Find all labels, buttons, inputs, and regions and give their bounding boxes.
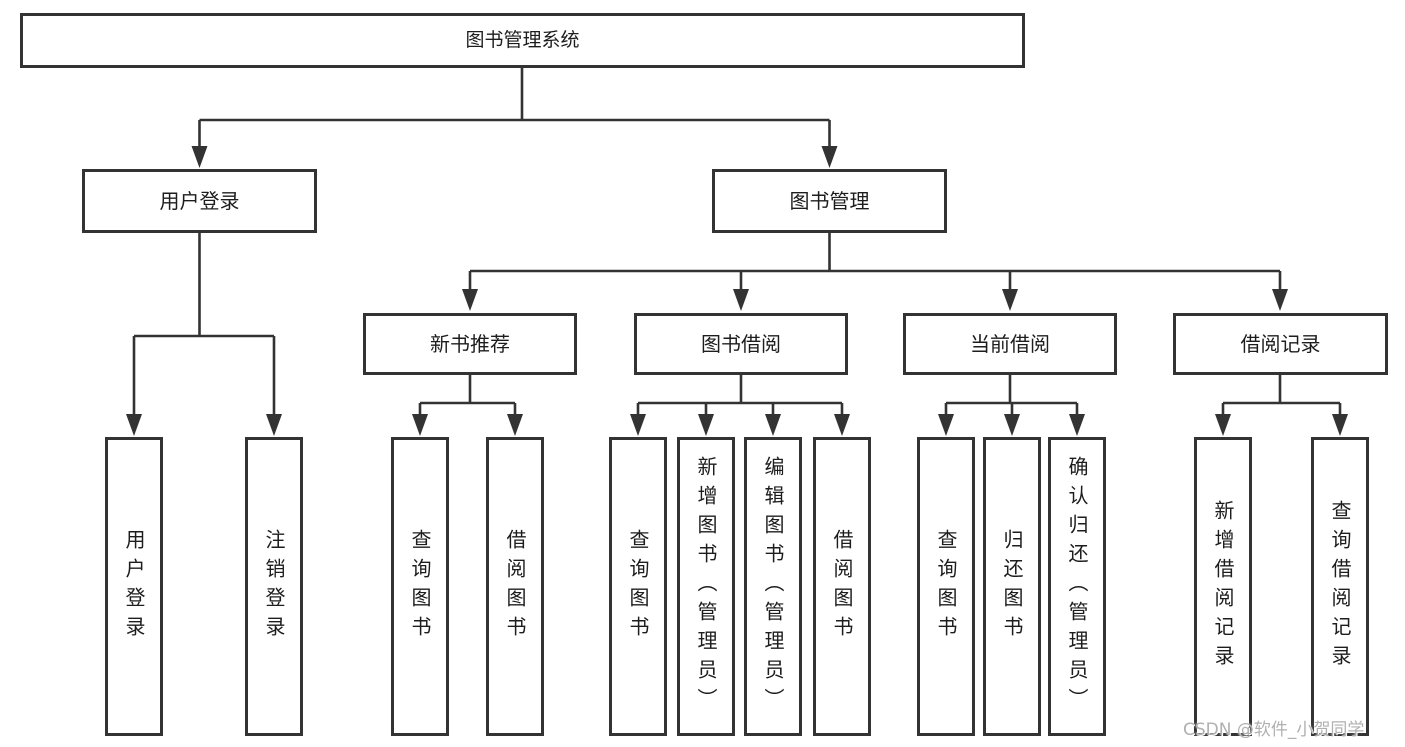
node-root: 图书管理系统 <box>20 13 1025 68</box>
leaf-query-books-borrow: 查询图书 <box>609 437 667 736</box>
node-user-login: 用户登录 <box>82 169 317 233</box>
leaf-query-borrow-record: 查询借阅记录 <box>1311 437 1369 736</box>
leaf-borrow-books-recommend-label: 借阅图书 <box>503 528 527 645</box>
leaf-query-books-recommend: 查询图书 <box>391 437 449 736</box>
leaf-edit-book-admin-label: 编辑图书（管理员） <box>761 456 785 717</box>
leaf-query-books-current: 查询图书 <box>917 437 975 736</box>
node-book-borrow-label: 图书借阅 <box>701 332 781 356</box>
node-user-login-label: 用户登录 <box>159 189 240 213</box>
node-borrow-records: 借阅记录 <box>1173 313 1388 375</box>
watermark: CSDN @软件_小贺同学 <box>1183 720 1365 740</box>
leaf-borrow-books-label: 借阅图书 <box>830 528 854 645</box>
node-borrow-records-label: 借阅记录 <box>1240 332 1321 356</box>
node-new-book-recommend: 新书推荐 <box>363 313 577 375</box>
leaf-user-login-label: 用户登录 <box>122 528 146 645</box>
leaf-logout: 注销登录 <box>245 437 303 736</box>
leaf-borrow-books: 借阅图书 <box>813 437 871 736</box>
leaf-confirm-return-admin: 确认归还（管理员） <box>1048 437 1106 736</box>
node-root-label: 图书管理系统 <box>465 29 580 51</box>
node-current-borrow-label: 当前借阅 <box>970 332 1050 356</box>
leaf-query-books-borrow-label: 查询图书 <box>626 528 650 645</box>
leaf-borrow-books-recommend: 借阅图书 <box>486 437 544 736</box>
leaf-add-borrow-record-label: 新增借阅记录 <box>1211 499 1235 674</box>
leaf-query-books-current-label: 查询图书 <box>934 528 958 645</box>
leaf-add-book-admin-label: 新增图书（管理员） <box>694 456 718 717</box>
leaf-logout-label: 注销登录 <box>262 528 286 645</box>
node-book-management: 图书管理 <box>712 169 947 233</box>
leaf-confirm-return-admin-label: 确认归还（管理员） <box>1065 456 1089 717</box>
leaf-user-login: 用户登录 <box>105 437 163 736</box>
leaf-edit-book-admin: 编辑图书（管理员） <box>744 437 802 736</box>
node-book-borrow: 图书借阅 <box>634 313 848 375</box>
node-new-book-recommend-label: 新书推荐 <box>430 332 510 356</box>
node-book-management-label: 图书管理 <box>789 189 870 213</box>
leaf-return-book: 归还图书 <box>983 437 1041 736</box>
leaf-add-borrow-record: 新增借阅记录 <box>1194 437 1252 736</box>
leaf-query-borrow-record-label: 查询借阅记录 <box>1328 499 1352 674</box>
leaf-query-books-recommend-label: 查询图书 <box>408 528 432 645</box>
leaf-add-book-admin: 新增图书（管理员） <box>677 437 735 736</box>
leaf-return-book-label: 归还图书 <box>1000 528 1024 645</box>
node-current-borrow: 当前借阅 <box>903 313 1117 375</box>
